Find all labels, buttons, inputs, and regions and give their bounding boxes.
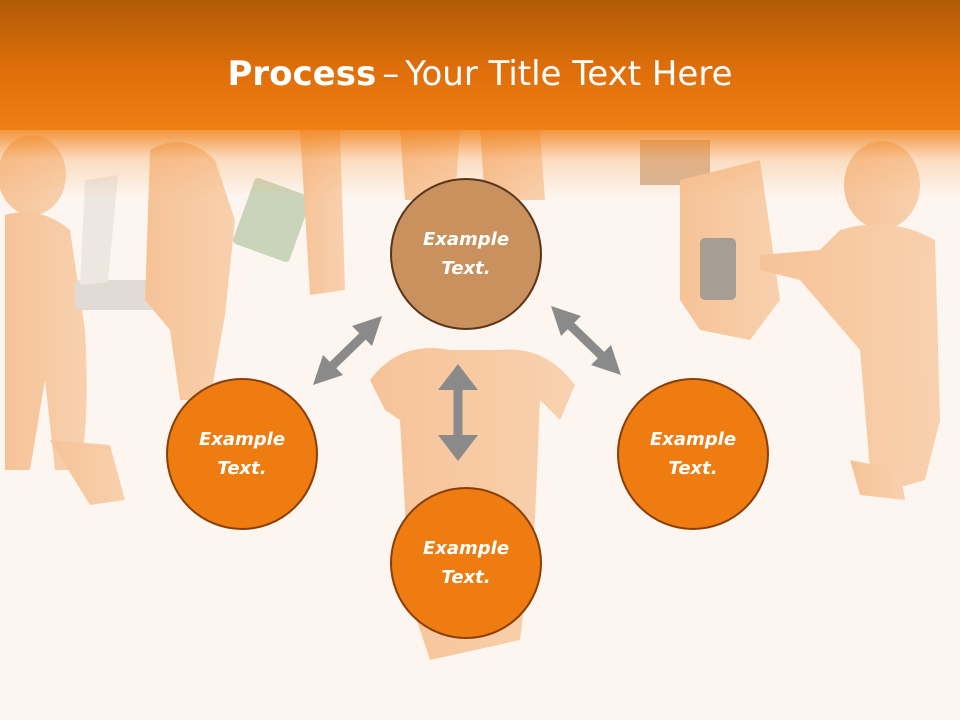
node-top: Example Text.: [390, 178, 542, 330]
title-separator: –: [382, 54, 400, 94]
node-bottom: Example Text.: [390, 487, 542, 639]
node-bottom-label: Example Text.: [422, 538, 510, 588]
title-bar: [0, 0, 960, 130]
title-rest: Your Title Text Here: [405, 54, 733, 94]
node-right: Example Text.: [617, 378, 769, 530]
node-right-label: Example Text.: [649, 429, 737, 479]
slide-title: Process–Your Title Text Here: [0, 52, 960, 96]
node-left: Example Text.: [166, 378, 318, 530]
title-bold: Process: [227, 54, 377, 94]
node-left-label: Example Text.: [198, 429, 286, 479]
node-top-label: Example Text.: [422, 229, 510, 279]
